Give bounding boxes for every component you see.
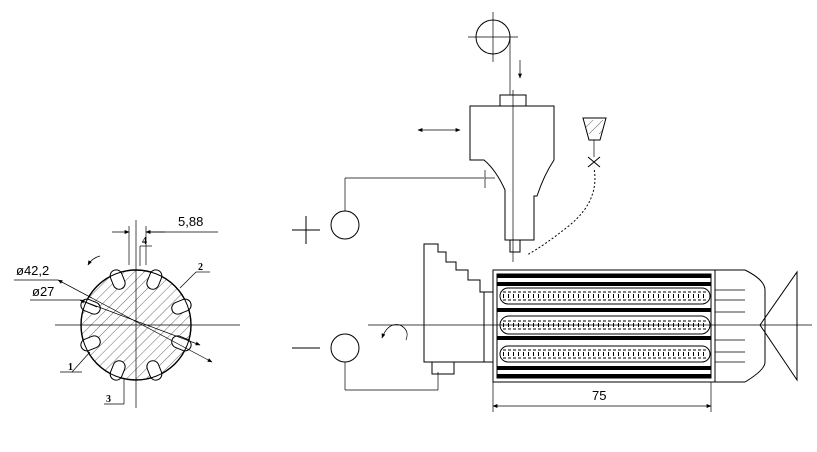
callout-4: 4 bbox=[142, 236, 147, 247]
cross-section-view: 5,88 ø42,2 ø27 4 2 1 3 bbox=[14, 214, 240, 408]
electrode-positive bbox=[292, 177, 484, 244]
machine-setup: 75 bbox=[292, 12, 812, 412]
powder-feeder bbox=[525, 117, 607, 258]
rotation-arrow bbox=[87, 255, 101, 266]
tailstock-center bbox=[759, 270, 798, 382]
inner-diameter-dimension: ø27 bbox=[32, 284, 54, 299]
shaft-section bbox=[80, 269, 192, 381]
pulley-circle bbox=[468, 12, 518, 62]
length-dimension: 75 bbox=[592, 388, 606, 403]
callout-3: 3 bbox=[106, 394, 111, 405]
lathe-chuck bbox=[423, 243, 494, 375]
workpiece bbox=[492, 269, 766, 383]
outer-diameter-dimension: ø42,2 bbox=[16, 263, 49, 278]
electrode-negative bbox=[292, 333, 439, 391]
callout-1: 1 bbox=[68, 362, 73, 373]
slot-width-dimension: 5,88 bbox=[178, 214, 203, 229]
weld-bead-rows bbox=[497, 282, 711, 370]
callout-2: 2 bbox=[198, 262, 203, 273]
tool-holder bbox=[469, 90, 555, 262]
spindle-rotation-arrow bbox=[381, 324, 408, 341]
